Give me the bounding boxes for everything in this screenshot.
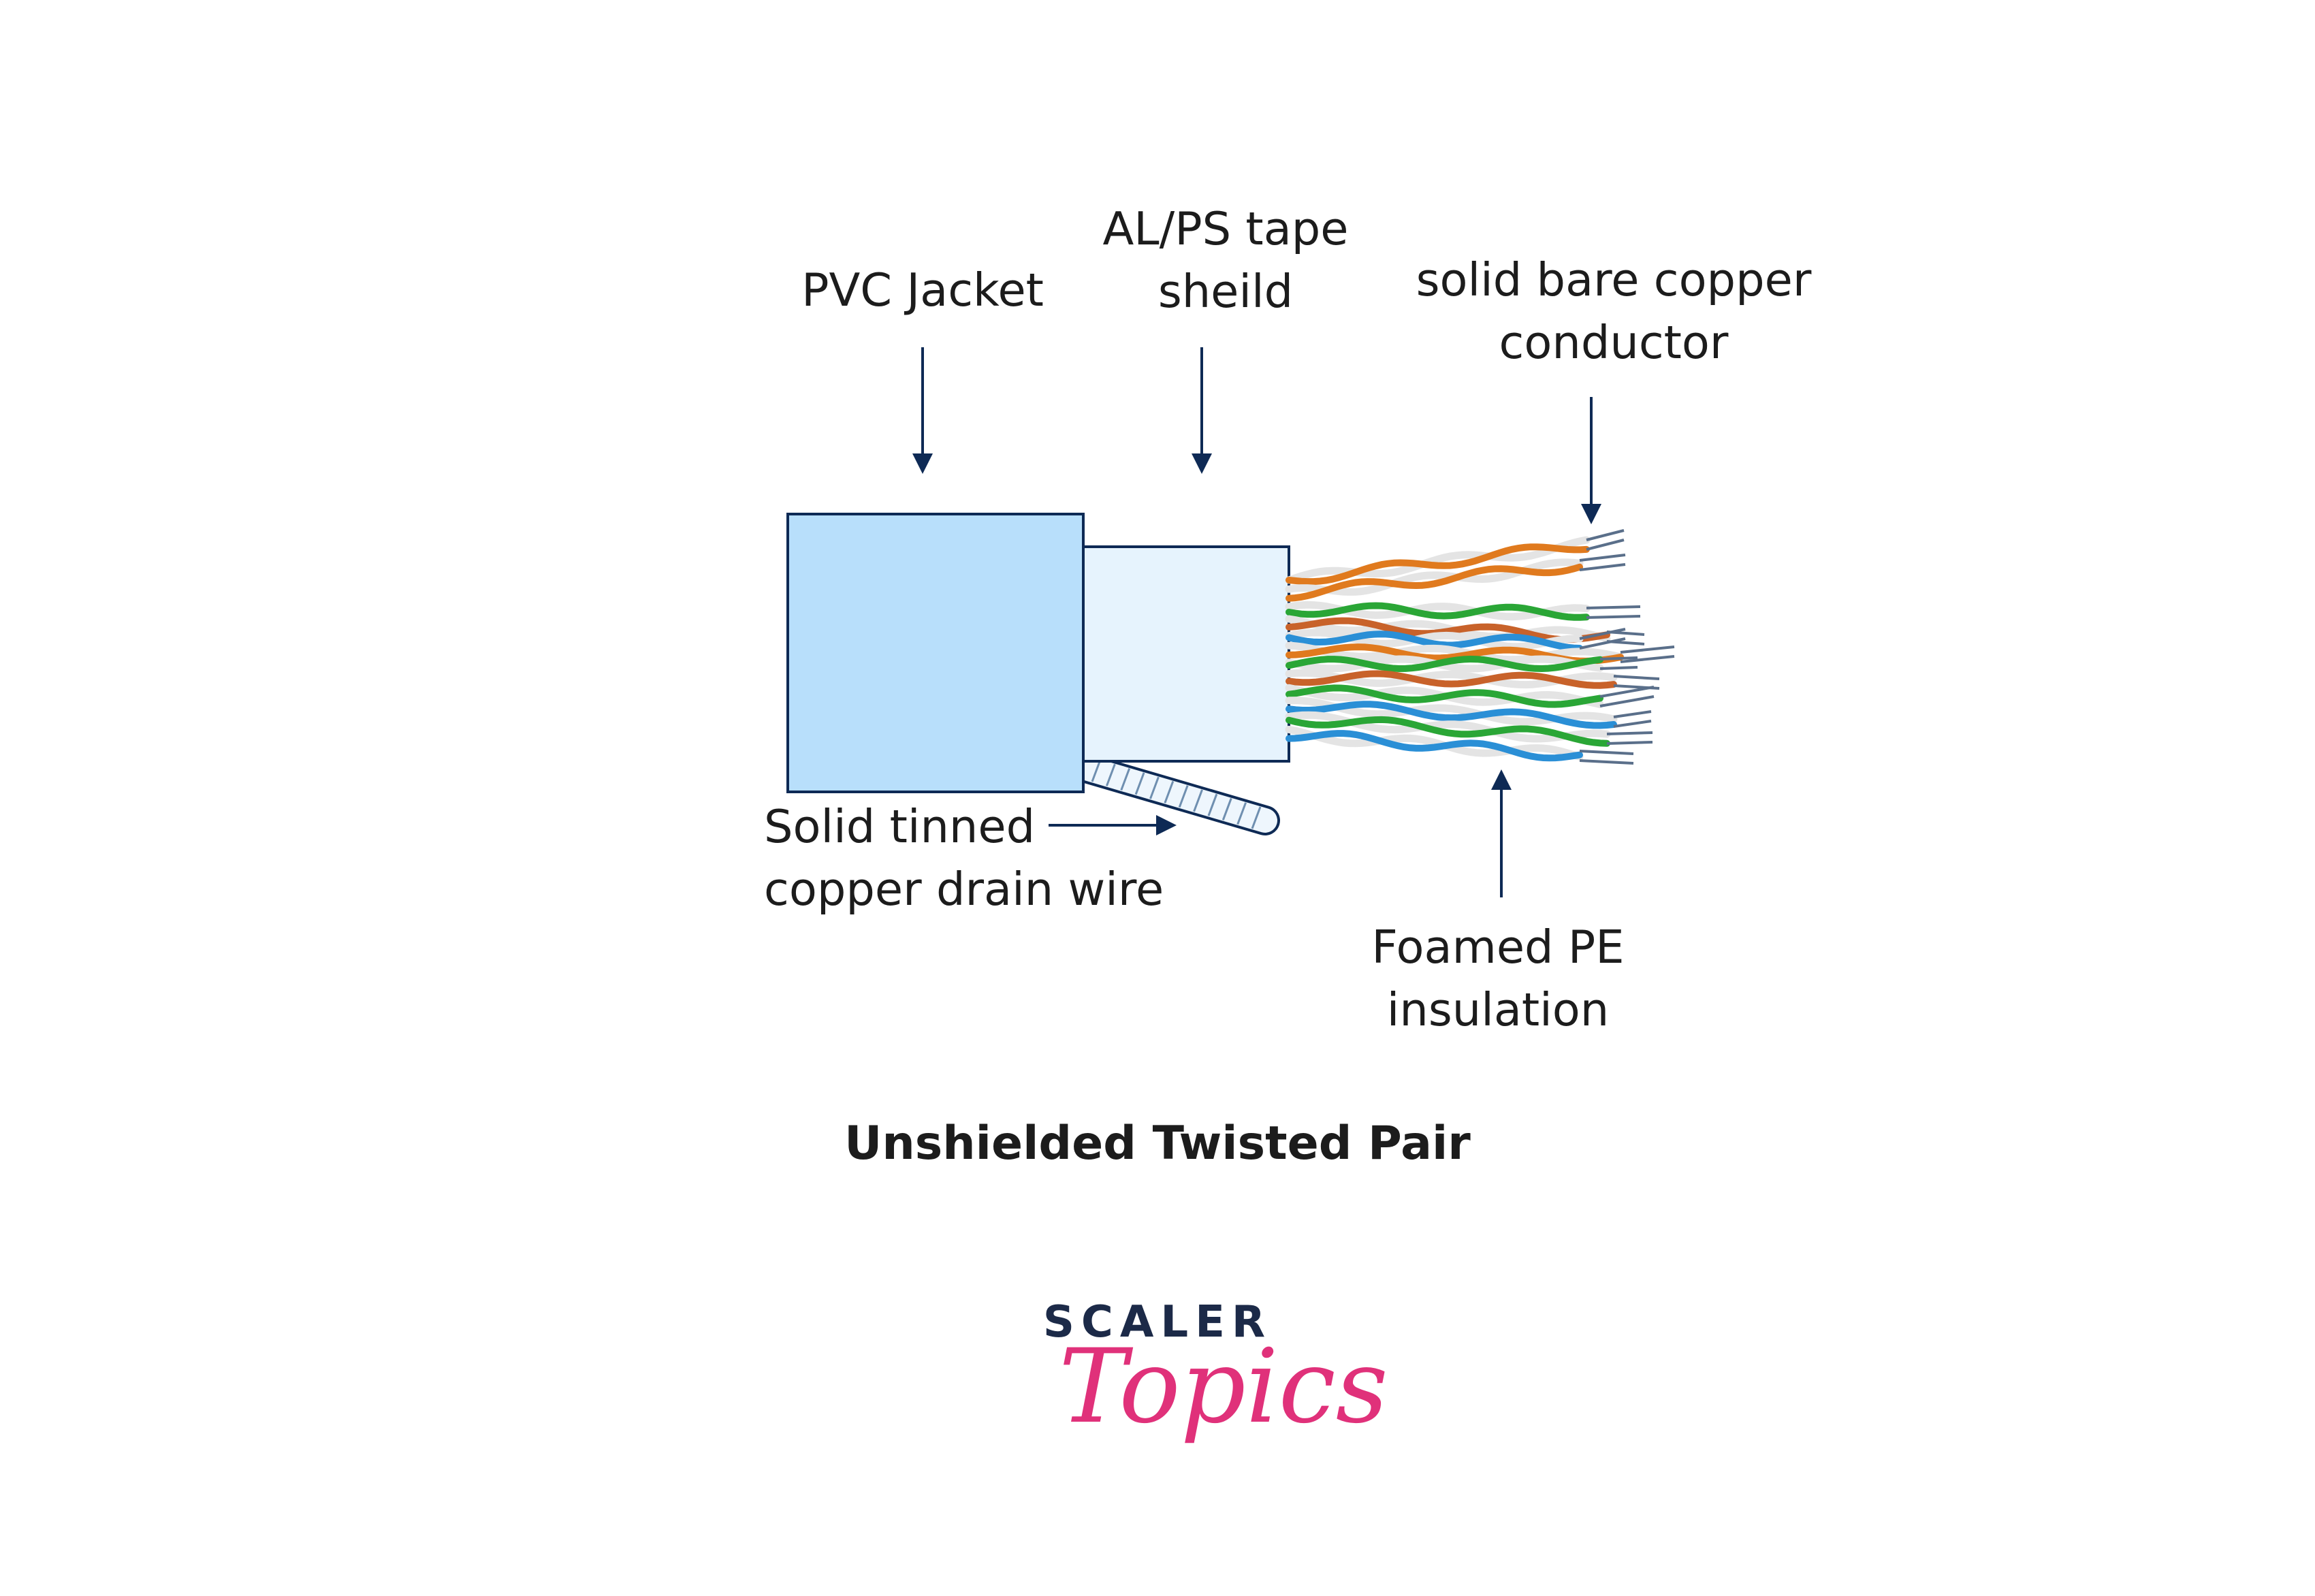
bare-copper-tip (1599, 686, 1655, 698)
bare-copper-tip (1599, 666, 1638, 670)
bare-copper-tip (1579, 750, 1634, 755)
bare-copper-tip (1613, 710, 1652, 718)
colored-wire (1286, 684, 1603, 708)
label-line: AL/PS tape (1102, 202, 1349, 255)
colored-wire (1286, 543, 1590, 586)
twisted-pairs (1285, 529, 1675, 765)
white-stripe-wire (1285, 628, 1584, 651)
tape-shield-label: AL/PS tape sheild (1076, 197, 1375, 323)
colored-wire (1286, 563, 1583, 602)
colored-wire (1286, 631, 1583, 652)
bare-copper-tip (1586, 539, 1625, 551)
colored-wire (1286, 602, 1590, 621)
label-line: solid bare copper (1416, 253, 1812, 306)
colored-wire (1286, 655, 1603, 673)
white-stripe-wire (1285, 725, 1584, 761)
bare-copper-tip (1586, 529, 1625, 541)
bare-copper-tip (1579, 628, 1626, 640)
label-line: conductor (1499, 316, 1729, 369)
bare-copper-tip (1613, 675, 1660, 680)
drain-hatch-mark (1207, 793, 1218, 816)
bare-copper-tip (1620, 655, 1675, 663)
diagram-title: Unshielded Twisted Pair (844, 1117, 1471, 1170)
logo-script: Topics (1059, 1328, 1388, 1446)
bare-copper-tip (1613, 720, 1652, 728)
bare-copper-tip (1606, 741, 1653, 745)
drain-hatch-mark (1091, 759, 1102, 782)
bare-copper-tip (1599, 656, 1638, 660)
insulation-label: Foamed PE insulation (1335, 916, 1661, 1041)
label-line: insulation (1386, 983, 1610, 1036)
colored-wire (1286, 701, 1617, 729)
drain-hatch-mark (1164, 780, 1175, 803)
drain-hatch-mark (1178, 785, 1189, 808)
bare-copper-tip (1579, 563, 1626, 571)
white-stripe-wire (1285, 655, 1604, 673)
drain-hatch-mark (1236, 802, 1247, 825)
drain-hatch-mark (1193, 789, 1203, 812)
colored-wire (1286, 716, 1610, 747)
drain-hatch-mark (1105, 763, 1116, 786)
drain-hatch-mark (1149, 776, 1160, 799)
white-stripe-wire (1285, 711, 1611, 743)
white-stripe-wire (1285, 558, 1584, 596)
drain-hatch-mark (1134, 772, 1145, 795)
drain-wire-label: Solid tinned copper drain wire (764, 795, 1164, 921)
bare-copper-tip (1620, 645, 1675, 654)
bare-copper-tip (1579, 759, 1634, 765)
label-line: sheild (1158, 265, 1294, 318)
colored-wire (1286, 670, 1617, 689)
bare-copper-tip (1579, 637, 1626, 650)
white-stripe-wire (1285, 641, 1625, 664)
label-line: Solid tinned (764, 800, 1036, 853)
arrow-up-icon (1491, 769, 1512, 897)
pvc-jacket (786, 513, 1085, 793)
white-stripe-wire (1285, 536, 1591, 584)
bare-copper-tip (1586, 605, 1641, 609)
drain-wire (1071, 753, 1280, 835)
label-line: Foamed PE (1371, 921, 1625, 974)
bare-copper-tip (1606, 731, 1653, 735)
arrow-down-icon (1581, 397, 1601, 524)
arrow-down-icon (912, 347, 933, 474)
drain-hatch-mark (1120, 768, 1131, 791)
pvc-jacket-label: PVC Jacket (783, 259, 1062, 321)
bare-copper-tip (1586, 615, 1641, 619)
arrow-down-icon (1192, 347, 1212, 474)
conductor-label: solid bare copper conductor (1396, 249, 1832, 374)
logo-brand: SCALER (1042, 1297, 1273, 1347)
tape-shield (1082, 545, 1290, 763)
colored-wire (1286, 730, 1583, 762)
arrow-right-icon (1049, 815, 1177, 835)
label-line: PVC Jacket (801, 264, 1044, 317)
drain-hatch-mark (1222, 797, 1232, 820)
label-line: copper drain wire (764, 863, 1164, 916)
bare-copper-tip (1599, 695, 1655, 707)
drain-hatch-mark (1251, 806, 1262, 829)
bare-copper-tip (1579, 554, 1626, 562)
